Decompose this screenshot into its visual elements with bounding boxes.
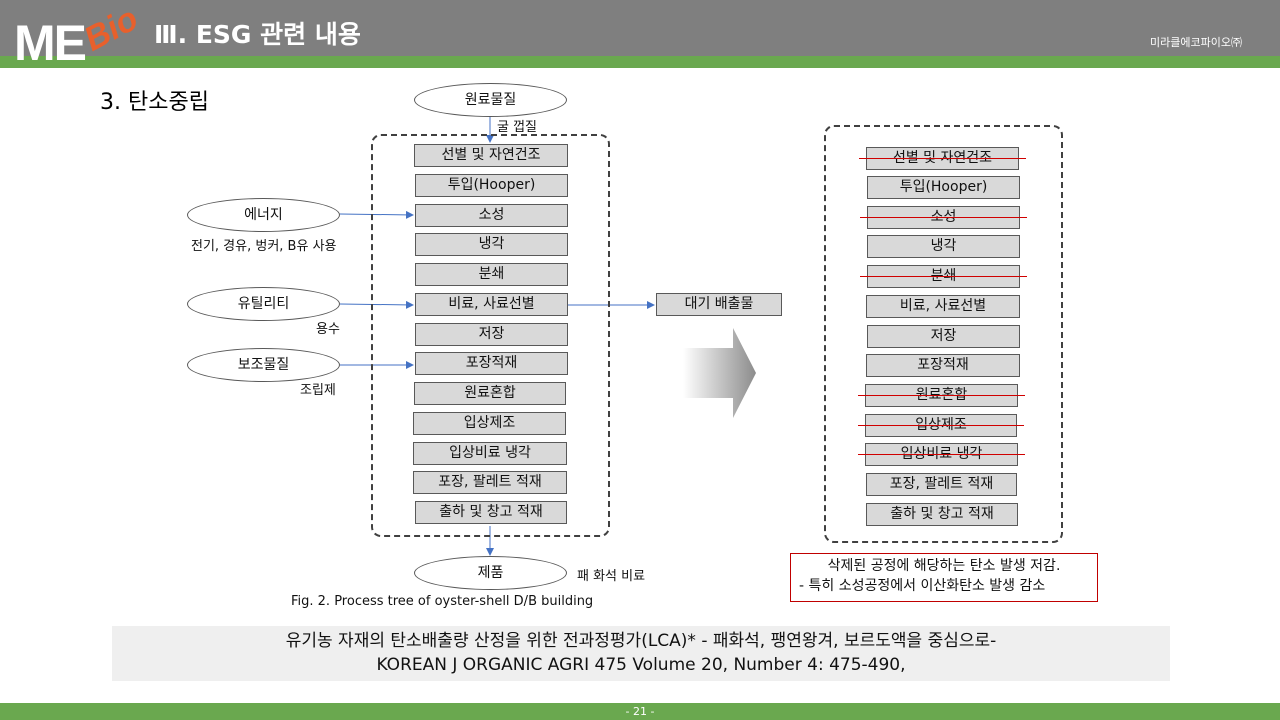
right-process-box: 비료, 사료선별 bbox=[866, 295, 1020, 318]
left-process-box: 출하 및 창고 적재 bbox=[415, 501, 567, 524]
deleted-strikethrough bbox=[860, 276, 1027, 277]
right-process-box: 입상제조 bbox=[858, 414, 1024, 437]
figure-caption: Fig. 2. Process tree of oyster-shell D/B… bbox=[291, 594, 594, 609]
transition-arrow-icon bbox=[683, 328, 756, 418]
right-process-label: 포장적재 bbox=[917, 357, 969, 373]
right-process-box: 저장 bbox=[867, 325, 1020, 348]
section-title: 3. 탄소중립 bbox=[100, 90, 209, 115]
footer-page-number: - 21 - bbox=[0, 703, 1280, 720]
auxiliary-note: 조립제 bbox=[300, 383, 336, 398]
reduction-note-line1: 삭제된 공정에 해당하는 탄소 발생 저감. bbox=[827, 558, 1061, 574]
header-stripe bbox=[0, 56, 1280, 68]
left-process-box: 투입(Hooper) bbox=[415, 174, 568, 197]
header-bar bbox=[0, 0, 1280, 56]
citation-box: 유기농 자재의 탄소배출량 산정을 위한 전과정평가(LCA)* - 패화석, … bbox=[112, 626, 1170, 681]
right-process-box: 원료혼합 bbox=[858, 384, 1025, 407]
product-note: 패 화석 비료 bbox=[577, 569, 646, 584]
left-process-box: 입상비료 냉각 bbox=[413, 442, 567, 465]
right-process-box: 포장적재 bbox=[866, 354, 1020, 377]
right-process-box: 소성 bbox=[860, 206, 1027, 229]
left-process-box: 냉각 bbox=[415, 233, 568, 256]
product-node: 제품 bbox=[414, 556, 567, 590]
right-process-label: 포장, 팔레트 적재 bbox=[889, 476, 994, 492]
left-process-box: 포장적재 bbox=[415, 352, 568, 375]
right-process-label: 비료, 사료선별 bbox=[899, 298, 987, 314]
mebio-logo: ME Bio bbox=[14, 0, 154, 71]
deleted-strikethrough bbox=[859, 158, 1026, 159]
right-process-group bbox=[824, 125, 1063, 543]
left-process-box: 포장, 팔레트 적재 bbox=[413, 471, 567, 494]
utility-note: 용수 bbox=[316, 322, 340, 337]
logo-me-text: ME bbox=[14, 15, 87, 71]
right-process-label: 저장 bbox=[930, 328, 957, 344]
reduction-note-line2: - 특히 소성공정에서 이산화탄소 발생 감소 bbox=[799, 578, 1046, 594]
auxiliary-node: 보조물질 bbox=[187, 348, 340, 382]
right-process-box: 입상비료 냉각 bbox=[858, 443, 1025, 466]
right-process-box: 선별 및 자연건조 bbox=[859, 147, 1026, 170]
right-process-box: 분쇄 bbox=[860, 265, 1027, 288]
right-process-box: 투입(Hooper) bbox=[867, 176, 1020, 199]
left-process-box: 원료혼합 bbox=[414, 382, 566, 405]
raw-material-node: 원료물질 bbox=[414, 83, 567, 117]
reduction-note: 삭제된 공정에 해당하는 탄소 발생 저감. - 특히 소성공정에서 이산화탄소… bbox=[790, 553, 1098, 602]
citation-line2: KOREAN J ORGANIC AGRI 475 Volume 20, Num… bbox=[376, 655, 906, 675]
company-name: 미라클에코파이오㈜ bbox=[1150, 36, 1242, 49]
left-process-box: 소성 bbox=[415, 204, 568, 227]
left-process-box: 비료, 사료선별 bbox=[415, 293, 568, 316]
deleted-strikethrough bbox=[858, 454, 1025, 455]
left-process-box: 분쇄 bbox=[415, 263, 568, 286]
slide-title: Ⅲ. ESG 관련 내용 bbox=[154, 20, 361, 49]
right-process-label: 투입(Hooper) bbox=[899, 179, 988, 195]
left-process-box: 선별 및 자연건조 bbox=[414, 144, 568, 167]
energy-note: 전기, 경유, 벙커, B유 사용 bbox=[191, 239, 337, 254]
citation-line1: 유기농 자재의 탄소배출량 산정을 위한 전과정평가(LCA)* - 패화석, … bbox=[285, 631, 997, 651]
raw-material-note: 굴 껍질 bbox=[497, 120, 538, 135]
deleted-strikethrough bbox=[858, 395, 1025, 396]
energy-node: 에너지 bbox=[187, 198, 340, 232]
left-process-box: 저장 bbox=[415, 323, 568, 346]
arrow-utility bbox=[339, 300, 414, 309]
right-process-box: 출하 및 창고 적재 bbox=[866, 503, 1018, 526]
emission-node: 대기 배출물 bbox=[656, 293, 782, 316]
utility-node: 유틸리티 bbox=[187, 287, 340, 321]
arrow-energy bbox=[339, 210, 414, 219]
right-process-box: 포장, 팔레트 적재 bbox=[866, 473, 1017, 496]
left-process-box: 입상제조 bbox=[413, 412, 566, 435]
deleted-strikethrough bbox=[860, 217, 1027, 218]
right-process-label: 냉각 bbox=[930, 238, 957, 254]
deleted-strikethrough bbox=[858, 425, 1024, 426]
right-process-box: 냉각 bbox=[867, 235, 1020, 258]
right-process-label: 출하 및 창고 적재 bbox=[890, 506, 994, 522]
left-process-group bbox=[371, 134, 610, 537]
